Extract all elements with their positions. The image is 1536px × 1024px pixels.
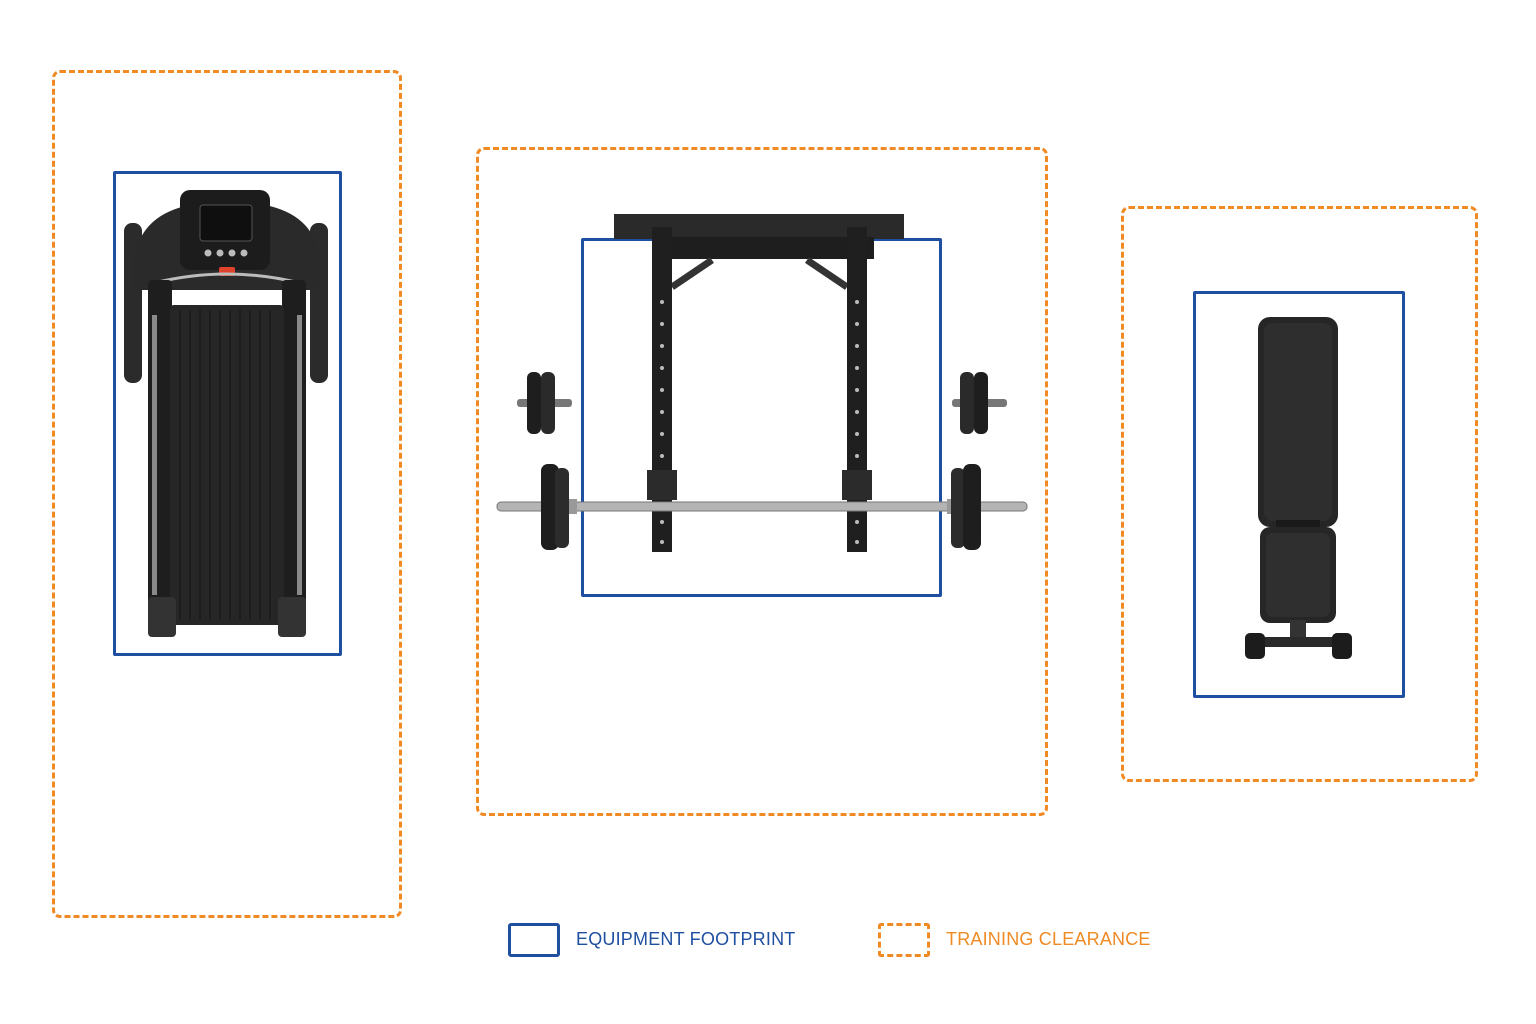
bench-clearance-zone <box>1121 206 1478 782</box>
footprint-legend-swatch <box>508 923 560 957</box>
power-rack-clearance-zone <box>476 147 1048 816</box>
treadmill-footprint <box>113 171 342 656</box>
clearance-legend-swatch <box>878 923 930 957</box>
bench-footprint <box>1193 291 1405 698</box>
weight-bench-icon <box>1245 317 1352 659</box>
footprint-legend-label: EQUIPMENT FOOTPRINT <box>576 929 796 949</box>
power-rack-with-barbell-icon <box>496 214 1028 552</box>
legend: EQUIPMENT FOOTPRINT TRAINING CLEARANCE <box>508 920 1168 960</box>
clearance-legend-label: TRAINING CLEARANCE <box>946 929 1151 949</box>
treadmill-clearance-zone <box>52 70 402 918</box>
treadmill-icon <box>124 190 328 637</box>
